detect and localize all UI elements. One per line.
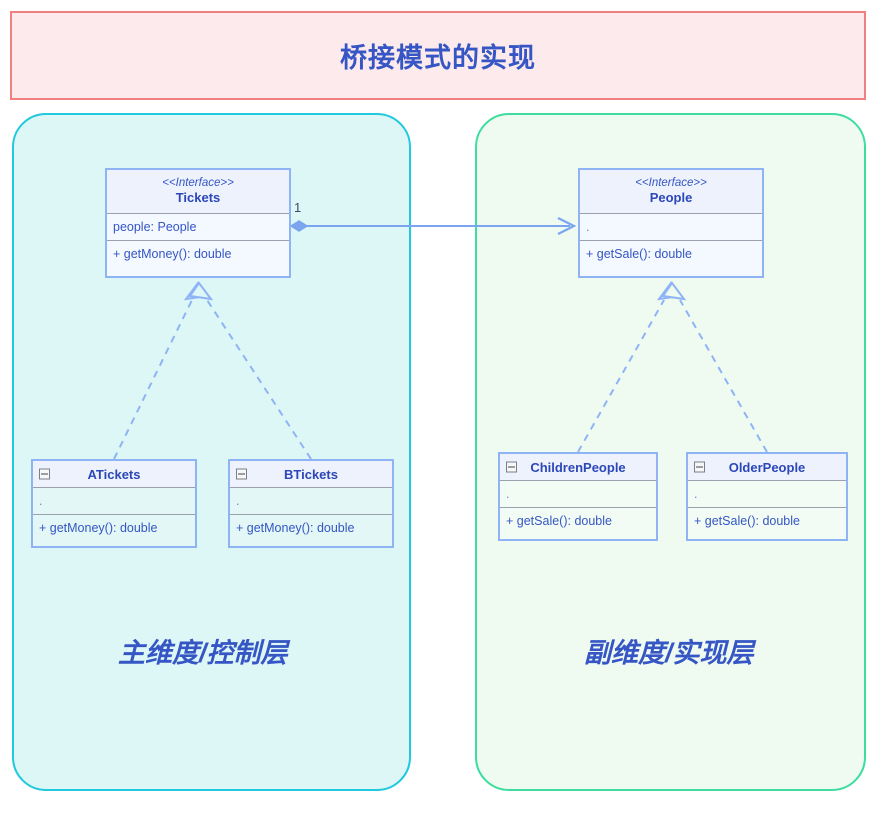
class-name-label: People bbox=[649, 190, 693, 205]
stereotype-label: <<Interface>> bbox=[162, 177, 234, 189]
uml-header: <<Interface>> People bbox=[580, 170, 762, 213]
stereotype-label: <<Interface>> bbox=[635, 177, 707, 189]
collapse-icon[interactable] bbox=[694, 461, 705, 473]
uml-class-olderpeople[interactable]: OlderPeople . + getSale(): double bbox=[686, 452, 848, 541]
class-name-label: OlderPeople bbox=[728, 459, 806, 475]
attribute-row: . bbox=[230, 487, 392, 514]
attribute-row: . bbox=[500, 480, 656, 507]
uml-class-people[interactable]: <<Interface>> People . + getSale(): doub… bbox=[578, 168, 764, 278]
uml-header: BTickets bbox=[230, 461, 392, 487]
uml-class-atickets[interactable]: ATickets . + getMoney(): double bbox=[31, 459, 197, 548]
attribute-row: . bbox=[33, 487, 195, 514]
class-name-label: ATickets bbox=[87, 466, 141, 482]
uml-header: OlderPeople bbox=[688, 454, 846, 480]
collapse-icon[interactable] bbox=[236, 468, 247, 480]
method-row: + getMoney(): double bbox=[230, 514, 392, 541]
attribute-row: people: People bbox=[107, 213, 289, 240]
method-row: + getSale(): double bbox=[688, 507, 846, 534]
class-name-label: ChildrenPeople bbox=[530, 459, 626, 475]
uml-header: ChildrenPeople bbox=[500, 454, 656, 480]
attribute-row: . bbox=[688, 480, 846, 507]
aggregation-multiplicity-label: 1 bbox=[294, 200, 302, 215]
diagram-title-banner: 桥接模式的实现 bbox=[10, 11, 866, 100]
method-row: + getMoney(): double bbox=[33, 514, 195, 541]
class-name-label: Tickets bbox=[175, 190, 221, 205]
uml-header: ATickets bbox=[33, 461, 195, 487]
panel-right-caption: 副维度/实现层 bbox=[584, 638, 754, 668]
uml-class-childrenpeople[interactable]: ChildrenPeople . + getSale(): double bbox=[498, 452, 658, 541]
uml-header: <<Interface>> Tickets bbox=[107, 170, 289, 213]
uml-class-btickets[interactable]: BTickets . + getMoney(): double bbox=[228, 459, 394, 548]
page-title: 桥接模式的实现 bbox=[340, 43, 536, 73]
attribute-row: . bbox=[580, 213, 762, 240]
method-row: + getMoney(): double bbox=[107, 240, 289, 267]
method-row: + getSale(): double bbox=[500, 507, 656, 534]
uml-class-tickets[interactable]: <<Interface>> Tickets people: People + g… bbox=[105, 168, 291, 278]
method-row: + getSale(): double bbox=[580, 240, 762, 267]
collapse-icon[interactable] bbox=[39, 468, 50, 480]
collapse-icon[interactable] bbox=[506, 461, 517, 473]
class-name-label: BTickets bbox=[284, 466, 338, 482]
panel-left-caption: 主维度/控制层 bbox=[118, 638, 288, 668]
